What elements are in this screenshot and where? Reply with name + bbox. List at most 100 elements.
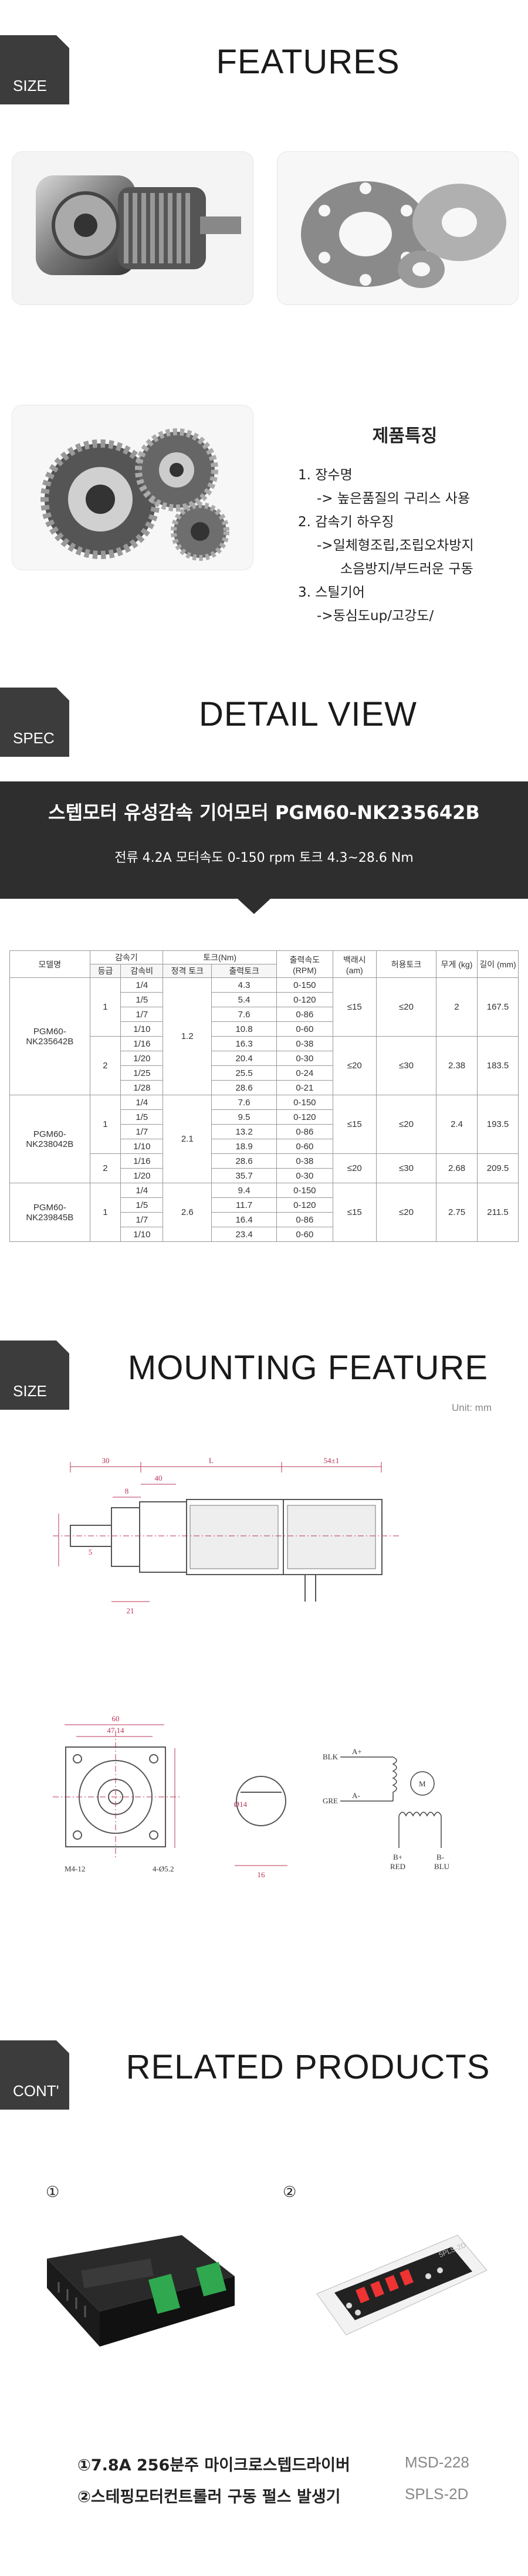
- table-cell: 1/16: [120, 1153, 164, 1169]
- feature-item: -> 높은품질의 구리스 사용: [317, 491, 471, 506]
- model-cell: PGM60-NK239845B: [9, 1183, 90, 1242]
- section-tag-size-2: SIZE: [0, 1341, 69, 1410]
- table-cell: 1/10: [120, 1139, 164, 1154]
- table-cell: 1/25: [120, 1065, 164, 1081]
- table-cell: ≤30: [375, 1153, 437, 1183]
- table-cell: 9.4: [211, 1183, 277, 1198]
- table-cell: 2: [89, 1036, 121, 1095]
- model-cell: PGM60-NK235642B: [9, 977, 90, 1095]
- dim-14: Ø14: [234, 1800, 248, 1809]
- driver-image[interactable]: [35, 2223, 246, 2370]
- table-cell: 20.4: [211, 1051, 277, 1066]
- product-line-2[interactable]: ②스테핑모터컨트롤러 구동 펄스 발생기: [77, 2488, 341, 2506]
- section-tag-cont: CONT': [0, 2040, 69, 2110]
- table-cell: 7.6: [211, 1095, 277, 1110]
- table-cell: 16.3: [211, 1036, 277, 1051]
- table-cell: 183.5: [477, 1036, 519, 1095]
- table-cell: 7.6: [211, 1007, 277, 1022]
- table-cell: 16.4: [211, 1212, 277, 1227]
- table-cell: 0-86: [276, 1212, 333, 1227]
- table-cell: 23.4: [211, 1227, 277, 1242]
- table-cell: 0-150: [276, 977, 333, 993]
- features-title: FEATURES: [216, 43, 400, 81]
- table-cell: 35.7: [211, 1168, 277, 1183]
- table-cell: 0-38: [276, 1153, 333, 1169]
- dim-40: 40: [155, 1474, 163, 1482]
- drawing-label: RED: [390, 1862, 405, 1871]
- dim-16: 16: [258, 1870, 266, 1879]
- table-cell: ≤15: [332, 1183, 377, 1242]
- m4-label: M4-12: [65, 1864, 85, 1873]
- th-length: 길이 (mm): [477, 950, 519, 978]
- banner-notch: [238, 899, 270, 914]
- dim-60: 60: [112, 1714, 120, 1723]
- table-cell: 2.75: [436, 1183, 478, 1242]
- table-cell: ≤15: [332, 977, 377, 1037]
- feature-list: 제품특징 1. 장수명 -> 높은품질의 구리스 사용 2. 감속기 하우징 -…: [293, 425, 516, 628]
- holes-label: 4-Ø5.2: [153, 1864, 174, 1873]
- table-cell: 0-86: [276, 1007, 333, 1022]
- mounting-title: MOUNTING FEATURE: [127, 1349, 489, 1387]
- unit-label: Unit: mm: [452, 1402, 492, 1413]
- feature-item: ->동심도up/고강도/: [317, 608, 434, 624]
- table-cell: ≤20: [332, 1036, 377, 1095]
- table-cell: 2.38: [436, 1036, 478, 1095]
- table-cell: 0-120: [276, 1109, 333, 1125]
- table-cell: 1: [89, 977, 121, 1037]
- table-cell: ≤20: [332, 1153, 377, 1183]
- table-cell: 1: [89, 1183, 121, 1242]
- side-view-drawing: 30 L 54±1 40 8 21 5: [53, 1456, 399, 1615]
- table-cell: 25.5: [211, 1065, 277, 1081]
- th-ratio: 감속비: [120, 964, 164, 978]
- table-cell: 2.6: [163, 1183, 212, 1242]
- spec-table: 모델명 감속기 토크(Nm) 출력속도 (RPM) 백래시 (am) 허용토크 …: [9, 950, 519, 1242]
- controller-image[interactable]: 5PLS-2D: [293, 2223, 505, 2358]
- th-reducer: 감속기: [89, 950, 164, 964]
- dim-47: 47.14: [107, 1726, 124, 1735]
- product-number-2: ②: [283, 2184, 297, 2201]
- table-cell: 13.2: [211, 1124, 277, 1139]
- table-cell: 1/4: [120, 1095, 164, 1110]
- flange-photo: [277, 151, 519, 305]
- feature-item: 3. 스틸기어: [298, 585, 365, 600]
- table-cell: 28.6: [211, 1080, 277, 1095]
- table-cell: 1/4: [120, 1183, 164, 1198]
- table-cell: 28.6: [211, 1153, 277, 1169]
- table-cell: 1/5: [120, 1109, 164, 1125]
- table-cell: 1/5: [120, 992, 164, 1007]
- gearbox-photo: [12, 151, 253, 305]
- table-cell: 1: [89, 1095, 121, 1154]
- table-cell: 2: [436, 977, 478, 1037]
- table-cell: 1/20: [120, 1051, 164, 1066]
- table-cell: 0-24: [276, 1065, 333, 1081]
- table-cell: ≤20: [375, 1095, 437, 1154]
- drawing-label: BLU: [434, 1862, 450, 1871]
- table-cell: 4.3: [211, 977, 277, 993]
- th-backlash: 백래시 (am): [332, 950, 377, 978]
- front-view-drawing: 60 47.14 16 Ø14 M4-12 4-Ø5.2 BLK A+ GRE …: [53, 1714, 450, 1879]
- table-cell: 2.68: [436, 1153, 478, 1183]
- banner-title: 스텝모터 유성감속 기어모터 PGM60-NK235642B: [48, 801, 480, 824]
- th-torque: 토크(Nm): [163, 950, 277, 964]
- table-cell: 0-150: [276, 1183, 333, 1198]
- dim-8: 8: [125, 1487, 129, 1495]
- dim-54: 54±1: [324, 1456, 340, 1465]
- table-cell: 2: [89, 1153, 121, 1183]
- table-cell: 0-60: [276, 1227, 333, 1242]
- product-line-1[interactable]: ①7.8A 256분주 마이크로스텝드라이버: [77, 2456, 350, 2475]
- th-grade: 등급: [89, 964, 121, 978]
- table-cell: 0-120: [276, 992, 333, 1007]
- table-cell: 1/7: [120, 1124, 164, 1139]
- table-cell: 1/7: [120, 1007, 164, 1022]
- drawing-label: B-: [436, 1853, 444, 1861]
- table-cell: 5.4: [211, 992, 277, 1007]
